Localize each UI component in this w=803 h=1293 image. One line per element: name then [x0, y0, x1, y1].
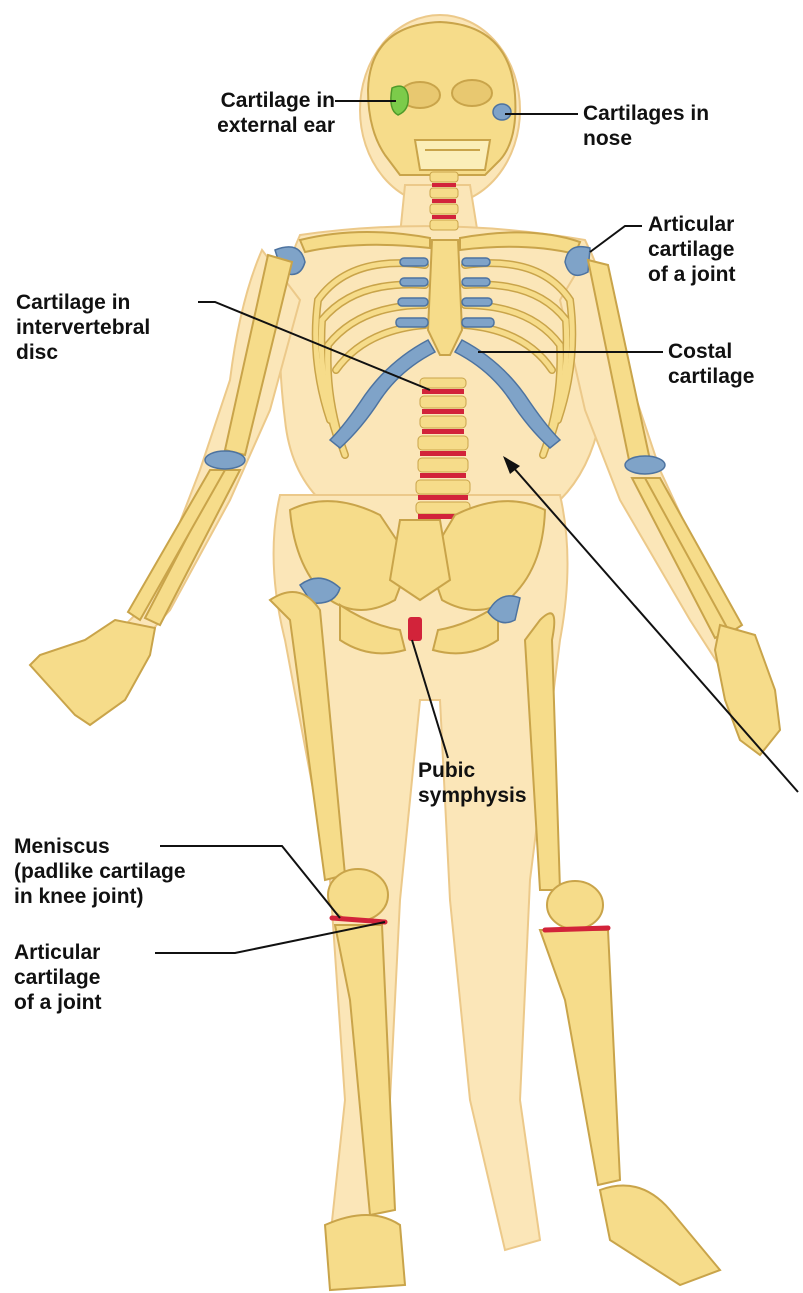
- pubic-symphysis-cartilage: [408, 617, 422, 641]
- label-articular-cartilage-knee: Articular cartilage of a joint: [14, 940, 102, 1015]
- label-cartilage-intervertebral-disc: Cartilage in intervertebral disc: [16, 290, 150, 365]
- label-meniscus: Meniscus (padlike cartilage in knee join…: [14, 834, 186, 909]
- cervical-spine: [430, 172, 458, 230]
- label-cartilage-external-ear: Cartilage in external ear: [120, 88, 335, 138]
- leader-shoulder: [590, 226, 642, 252]
- label-pubic-symphysis: Pubic symphysis: [418, 758, 527, 808]
- label-costal-cartilage: Costal cartilage: [668, 339, 754, 389]
- label-articular-cartilage-shoulder: Articular cartilage of a joint: [648, 212, 736, 287]
- label-cartilages-nose: Cartilages in nose: [583, 101, 709, 151]
- sternum: [428, 240, 462, 355]
- skull: [368, 22, 515, 175]
- nose-cartilage: [493, 104, 511, 120]
- leader-meniscus: [160, 846, 340, 918]
- body-silhouette: [100, 15, 760, 1250]
- shoulder-articular-cartilage-right: [565, 247, 590, 276]
- lumbar-spine: [416, 378, 470, 519]
